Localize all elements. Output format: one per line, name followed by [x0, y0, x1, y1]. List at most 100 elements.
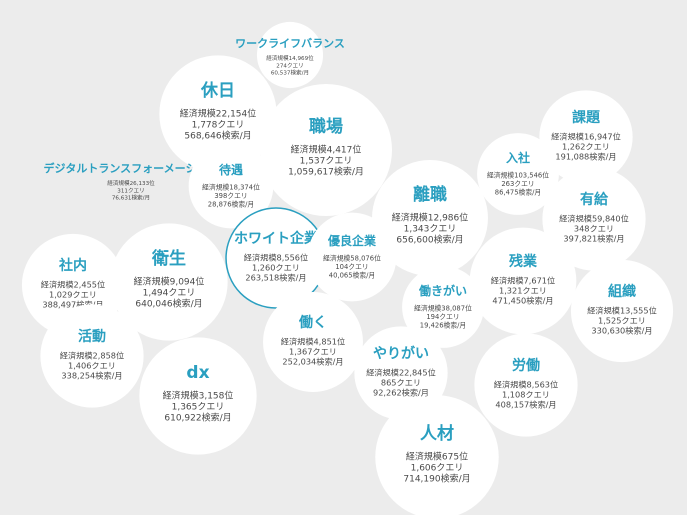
bubble-label: デジタルトランスフォーメーション	[44, 161, 219, 175]
bubble-queries: 1,343クエリ	[404, 223, 457, 234]
bubble-circle[interactable]	[110, 223, 228, 341]
bubble-6[interactable]: デジタルトランスフォーメーション経済規模26,133位311クエリ76,631検…	[44, 161, 219, 202]
bubble-queries: 1,606クエリ	[411, 462, 464, 473]
bubble-queries: 1,537クエリ	[300, 155, 353, 166]
bubble-label: ホワイト企業	[234, 230, 319, 247]
bubble-circle[interactable]	[570, 259, 674, 363]
bubble-circle[interactable]	[139, 337, 257, 455]
bubble-label: 人材	[420, 423, 454, 444]
bubble-rank: 経済規模4,417位	[291, 143, 362, 155]
bubble-queries: 1,778クエリ	[192, 119, 245, 130]
bubble-searches: 76,631検索/月	[112, 194, 150, 202]
bubble-rank: 経済規模675位	[406, 450, 468, 462]
bubble-label: ワークライフバランス	[235, 37, 345, 50]
bubble-label: 労働	[512, 357, 540, 374]
bubble-label: 職場	[309, 116, 343, 137]
bubble-label: 働きがい	[418, 283, 467, 298]
bubble-rank: 経済規模2,455位	[41, 280, 105, 290]
bubble-circle[interactable]	[256, 21, 324, 89]
bubble-circle[interactable]	[159, 55, 277, 173]
bubble-searches: 28,876検索/月	[208, 199, 254, 208]
bubble-label: 待遇	[219, 162, 243, 177]
bubble-rank: 経済規模18,374位	[202, 182, 260, 191]
bubble-searches: 397,821検索/月	[563, 234, 624, 244]
bubble-queries: 104クエリ	[335, 263, 368, 271]
bubble-circle[interactable]	[188, 143, 274, 229]
bubble-queries: 1,260クエリ	[252, 263, 300, 273]
bubble-rank: 経済規模3,158位	[163, 389, 234, 401]
bubble-searches: 1,059,617検索/月	[288, 165, 364, 177]
bubble-label: 社内	[58, 257, 87, 274]
bubble-searches: 656,600検索/月	[396, 233, 463, 245]
bubble-label: 課題	[572, 109, 601, 126]
bubble-label: 休日	[200, 80, 235, 101]
bubble-circle[interactable]	[474, 333, 578, 437]
bubble-label: 入社	[506, 150, 530, 165]
bubble-rank: 経済規模4,851位	[281, 337, 345, 347]
bubble-rank: 経済規模14,969位	[266, 54, 314, 62]
bubble-circle[interactable]	[539, 90, 633, 184]
bubble-searches: 471,450検索/月	[492, 296, 553, 306]
bubble-circle[interactable]	[307, 212, 397, 302]
bubble-queries: 348クエリ	[574, 224, 614, 234]
bubble-searches: 19,426検索/月	[420, 320, 466, 329]
bubble-searches: 263,518検索/月	[245, 273, 306, 283]
bubble-rank: 経済規模8,563位	[494, 380, 558, 390]
bubble-circle[interactable]	[354, 326, 448, 420]
bubble-rank: 経済規模22,845位	[366, 368, 436, 378]
bubble-circle[interactable]	[372, 160, 488, 276]
bubble-queries: 1,108クエリ	[502, 390, 550, 400]
bubble-rank: 経済規模26,133位	[107, 179, 155, 187]
bubble-queries: 1,367クエリ	[289, 347, 337, 357]
bubble-queries: 398クエリ	[214, 192, 247, 200]
bubble-circle[interactable]	[402, 266, 484, 348]
bubble-queries: 263クエリ	[501, 180, 534, 188]
bubble-circle[interactable]	[477, 133, 559, 215]
bubble-circle[interactable]	[542, 167, 646, 271]
bubble-searches: 714,190検索/月	[403, 472, 470, 484]
bubble-circle[interactable]	[260, 84, 392, 216]
bubble-circle[interactable]	[375, 395, 499, 515]
bubble-label: 離職	[413, 184, 447, 205]
bubble-queries: 1,029クエリ	[49, 290, 97, 300]
bubble-queries: 1,365クエリ	[172, 401, 225, 412]
bubble-rank: 経済規模8,556位	[244, 253, 308, 263]
bubble-circle[interactable]	[40, 304, 144, 408]
bubble-rank: 経済規模2,858位	[60, 351, 124, 361]
bubble-label: やりがい	[373, 345, 429, 362]
bubble-searches: 338,254検索/月	[61, 371, 122, 381]
bubble-label: 働く	[298, 314, 327, 331]
bubble-rank: 経済規模9,094位	[134, 275, 205, 287]
bubble-circle[interactable]	[469, 227, 577, 335]
bubble-circle[interactable]	[263, 292, 363, 392]
bubble-rank: 経済規模16,947位	[551, 132, 621, 142]
bubble-label: 優良企業	[327, 233, 377, 248]
bubble-searches: 388,497検索/月	[42, 300, 103, 310]
bubble-queries: 1,321クエリ	[499, 286, 547, 296]
bubble-searches: 60,537検索/月	[271, 69, 309, 77]
bubble-queries: 1,406クエリ	[68, 361, 116, 371]
bubble-rank: 経済規模58,076位	[323, 253, 381, 262]
bubble-searches: 40,065検索/月	[329, 270, 375, 279]
